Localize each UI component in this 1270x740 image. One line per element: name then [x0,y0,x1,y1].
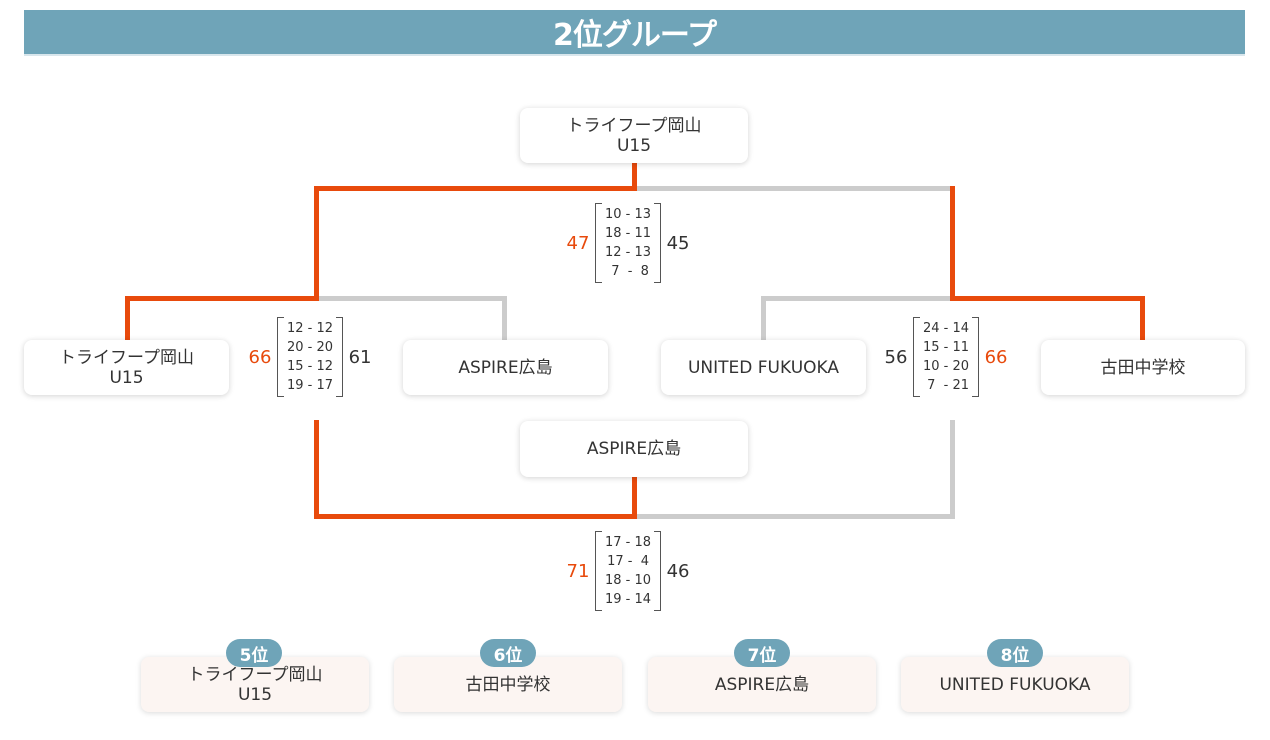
rank-badge-5: 5位 [226,639,282,667]
rank-badge-8: 8位 [987,639,1043,667]
set-score: 7 - 21 [923,378,970,393]
set-score: 12 - 13 [605,245,652,260]
semi2-line-b-h [950,296,1145,301]
rank-box-8[interactable]: UNITED FUKUOKA [901,657,1129,712]
semi1-set-scores: 12 - 12 20 - 20 15 - 12 19 - 17 [277,317,344,397]
set-score: 15 - 11 [923,340,970,355]
team-name-sub: U15 [237,684,273,705]
consolation-line-left-h [314,514,637,519]
semi1-team-b-box[interactable]: ASPIRE広島 [403,340,608,395]
set-score: 12 - 12 [287,321,334,336]
set-score: 18 - 11 [605,226,652,241]
semi2-line-a-v [761,296,766,340]
team-name: トライフープ岡山 [566,115,702,136]
final-line-left-v [314,186,319,301]
consolation-line-right-v [950,420,955,519]
set-score: 19 - 14 [605,592,652,607]
semi2-score: 56 24 - 14 15 - 11 10 - 20 7 - 21 66 [879,317,1013,397]
consolation-line-right-h [637,514,955,519]
set-score: 19 - 17 [287,378,334,393]
final-score: 47 10 - 13 18 - 11 12 - 13 7 - 8 45 [561,203,695,283]
set-score: 15 - 12 [287,359,334,374]
consolation-set-scores: 17 - 18 17 - 4 18 - 10 19 - 14 [595,531,662,611]
rank-badge-7: 7位 [734,639,790,667]
team-name-sub: U15 [616,135,652,156]
semi1-line-b-h [319,296,507,301]
set-score: 17 - 4 [607,554,649,569]
team-name: UNITED FUKUOKA [939,674,1091,695]
semi2-team-a-box[interactable]: UNITED FUKUOKA [661,340,866,395]
set-score: 10 - 20 [923,359,970,374]
semi2-score-b: 66 [984,346,1008,368]
group-title: 2位グループ [24,10,1245,56]
final-score-a: 47 [566,232,590,254]
semi1-team-a-box[interactable]: トライフープ岡山 U15 [24,340,229,395]
final-line-right-h [637,186,953,191]
rank-badge-6: 6位 [480,639,536,667]
team-name: ASPIRE広島 [714,674,810,695]
team-name: トライフープ岡山 [59,347,194,368]
consolation-score: 71 17 - 18 17 - 4 18 - 10 19 - 14 46 [561,531,695,611]
team-name: 古田中学校 [465,674,551,695]
semi2-set-scores: 24 - 14 15 - 11 10 - 20 7 - 21 [913,317,980,397]
team-name: 古田中学校 [1100,357,1186,378]
final-line-center [632,163,637,191]
set-score: 18 - 10 [605,573,652,588]
semi1-line-b-v [502,296,507,340]
final-set-scores: 10 - 13 18 - 11 12 - 13 7 - 8 [595,203,662,283]
group-title-text: 2位グループ [552,18,717,53]
team-name-sub: U15 [109,367,144,388]
consolation-line-left-v [314,420,319,519]
set-score: 17 - 18 [605,535,652,550]
rank-box-5[interactable]: トライフープ岡山 U15 [141,657,369,712]
consolation-score-a: 71 [566,560,590,582]
semi2-line-b-v [1140,296,1145,340]
consolation-score-b: 46 [666,560,690,582]
final-winner-box[interactable]: トライフープ岡山 U15 [520,108,748,163]
team-name: ASPIRE広島 [458,357,553,378]
team-name: UNITED FUKUOKA [687,357,839,378]
semi1-score-a: 66 [248,346,272,368]
final-line-right-v [950,186,955,301]
team-name: ASPIRE広島 [586,439,682,459]
semi2-line-a-h [761,296,950,301]
set-score: 20 - 20 [287,340,334,355]
semi2-team-b-box[interactable]: 古田中学校 [1041,340,1245,395]
set-score: 10 - 13 [605,207,652,222]
final-line-left-h [314,186,637,191]
semi1-line-a-v [125,296,130,340]
final-score-b: 45 [666,232,690,254]
consolation-line-center [632,477,637,519]
semi1-score: 66 12 - 12 20 - 20 15 - 12 19 - 17 61 [243,317,377,397]
semi1-line-a-h [125,296,319,301]
semi2-score-a: 56 [884,346,908,368]
consolation-winner-box[interactable]: ASPIRE広島 [520,421,748,477]
team-name: トライフープ岡山 [187,664,323,685]
semi1-score-b: 61 [348,346,372,368]
set-score: 24 - 14 [923,321,970,336]
set-score: 7 - 8 [607,264,649,279]
